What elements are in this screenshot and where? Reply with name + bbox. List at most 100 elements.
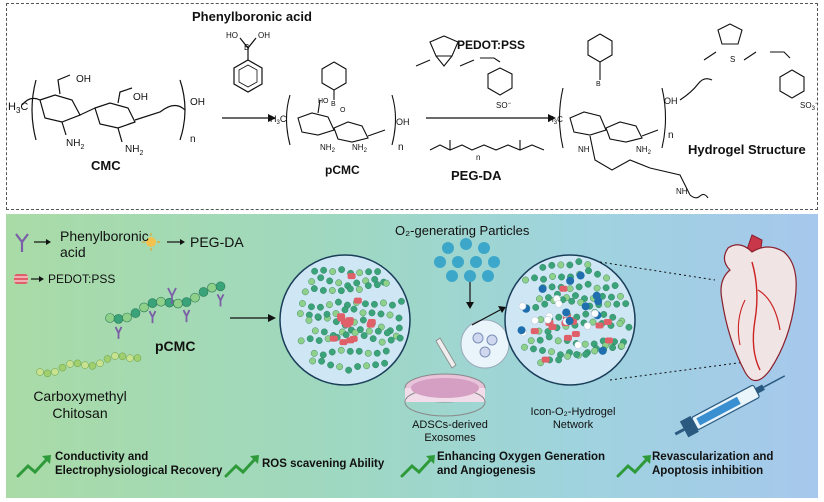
network-bead <box>531 274 538 282</box>
svg-text:SO−: SO− <box>496 101 512 110</box>
pedot-pss-structure <box>415 35 513 96</box>
zoom-line-bottom <box>609 359 761 381</box>
network-bead <box>604 300 612 308</box>
network-bead <box>317 274 325 282</box>
exosome <box>531 316 539 325</box>
network-bead <box>365 268 373 276</box>
network-bead <box>308 303 315 311</box>
chain-bead <box>147 298 158 308</box>
o2-particles-label: O₂-generating Particles <box>395 223 530 238</box>
network-bead <box>306 335 314 343</box>
network-bead <box>536 336 544 344</box>
pegda-legend-icon <box>142 233 160 251</box>
network-bead <box>317 303 324 311</box>
network-bead <box>545 294 552 302</box>
network-bead <box>589 318 597 326</box>
exosome <box>583 322 592 330</box>
network-bead <box>591 347 599 355</box>
network-bead <box>575 283 583 291</box>
network-bead <box>310 285 318 293</box>
network-bead <box>308 278 316 285</box>
svg-text:OH: OH <box>258 31 270 40</box>
legend-phenylboronic-label: Phenylboronic acid <box>60 228 149 260</box>
network-bead <box>584 261 592 269</box>
network-bead <box>608 293 615 301</box>
pedot-marker <box>347 273 356 280</box>
network-bead <box>371 300 378 308</box>
o2-particle <box>592 291 601 300</box>
cmc-structure <box>21 74 186 143</box>
network-bead <box>541 300 549 308</box>
o2-particle <box>566 276 575 285</box>
network-bead <box>356 326 364 333</box>
chain-bead <box>181 297 192 307</box>
chitosan-bead <box>88 362 97 370</box>
phenylboronic-legend-icon <box>15 233 29 252</box>
o2-particle <box>581 302 590 311</box>
o2-particle <box>446 270 458 282</box>
network-bead <box>383 329 391 337</box>
network-bead <box>305 316 313 324</box>
network-bead <box>381 359 389 367</box>
cmc-label: CMC <box>91 158 121 173</box>
network-bead <box>584 280 592 288</box>
network-bead <box>389 301 396 309</box>
trend-up-icon <box>16 456 50 478</box>
svg-text:NH: NH <box>676 187 688 196</box>
network-bead <box>318 357 326 365</box>
carboxymethyl-chitosan-label: Carboxymethyl Chitosan <box>33 388 127 421</box>
exosome <box>518 302 527 310</box>
pedot-marker <box>337 315 346 322</box>
network-bead <box>328 287 336 294</box>
network-bead <box>355 347 363 355</box>
network-bead <box>555 356 563 364</box>
network-bead <box>554 337 562 345</box>
svg-text:H3C: H3C <box>548 115 563 126</box>
network-bead <box>350 305 358 313</box>
network-bead <box>373 349 381 357</box>
svg-text:OH: OH <box>133 92 148 103</box>
network-bead <box>319 287 327 294</box>
network-bead <box>594 270 601 278</box>
network-bead <box>296 310 304 317</box>
network-bead <box>600 311 608 318</box>
network-bead <box>557 261 565 269</box>
network-bead <box>368 309 376 317</box>
chitosan-bead <box>43 369 52 378</box>
network-bead <box>346 285 354 293</box>
o2-particle <box>464 270 476 282</box>
pedot-marker <box>541 356 550 363</box>
network-bead <box>360 332 368 339</box>
chemical-scheme-panel <box>6 3 818 210</box>
chain-bead <box>130 308 141 318</box>
pedot-pss-label: PEDOT:PSS <box>457 38 526 52</box>
network-bead <box>558 273 565 281</box>
chain-bead <box>105 313 115 323</box>
network-bead <box>395 314 403 322</box>
pcmc-chain <box>105 281 226 339</box>
network-bead <box>387 336 395 344</box>
network-bead <box>355 286 363 293</box>
trend-up-icon <box>400 456 434 478</box>
network-bead <box>315 337 323 344</box>
svg-text:NH2: NH2 <box>320 143 336 154</box>
network-bead <box>346 347 354 355</box>
network-bead <box>365 327 373 335</box>
network-bead <box>337 287 345 295</box>
phenylboronic-marker <box>182 309 191 323</box>
o2-particle <box>565 316 574 325</box>
pedot-marker <box>595 322 604 329</box>
svg-text:NH2: NH2 <box>66 138 84 151</box>
chitosan-bead <box>58 363 67 372</box>
svg-text:NH2: NH2 <box>636 145 652 156</box>
network-bead <box>555 313 563 321</box>
network-bead <box>548 261 556 269</box>
network-bead <box>609 313 617 321</box>
svg-text:O: O <box>340 107 346 114</box>
cmc-subscript-n: n <box>190 134 196 145</box>
network-bead <box>311 267 319 275</box>
o2-particle <box>576 271 585 280</box>
phenylboronic-marker <box>114 326 123 339</box>
network-bead <box>617 292 624 300</box>
o2-particle <box>442 242 454 254</box>
